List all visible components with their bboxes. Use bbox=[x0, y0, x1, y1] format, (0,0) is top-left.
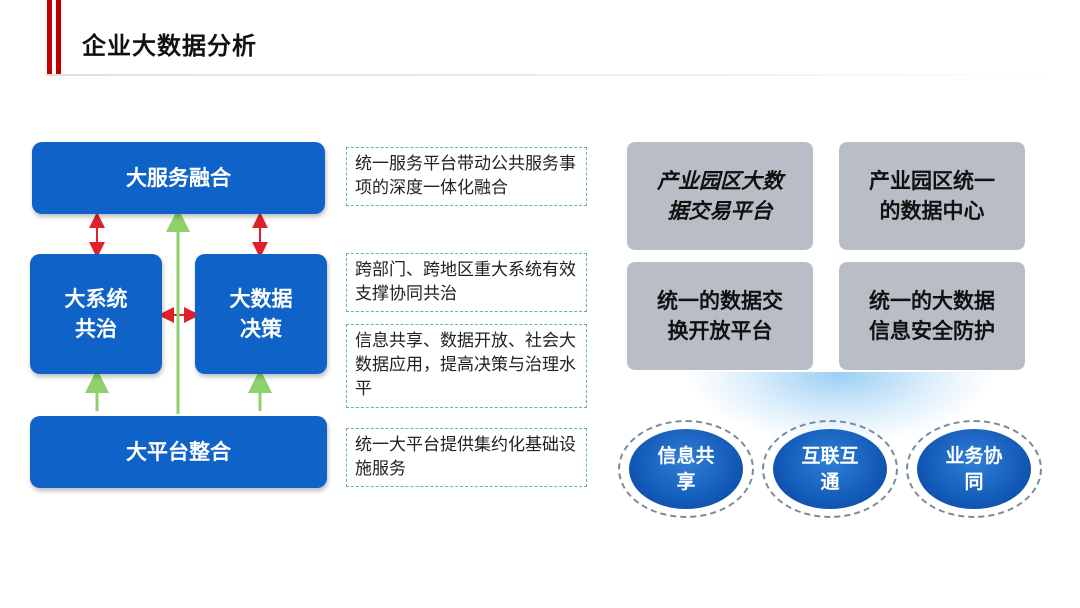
card-security-protection: 统一的大数据 信息安全防护 bbox=[839, 262, 1025, 370]
bubble-business-collaboration-label: 业务协 同 bbox=[917, 429, 1031, 509]
data-decision-box: 大数据 决策 bbox=[195, 254, 327, 374]
bubble-business-collaboration: 业务协 同 bbox=[906, 420, 1042, 518]
page-title: 企业大数据分析 bbox=[82, 32, 257, 60]
platform-integration-box: 大平台整合 bbox=[30, 416, 327, 488]
header-accent-bar-left bbox=[47, 0, 52, 74]
header-accent-bar-right bbox=[56, 0, 61, 74]
system-governance-box: 大系统 共治 bbox=[30, 254, 162, 374]
note-decision: 信息共享、数据开放、社会大数据应用，提高决策与治理水平 bbox=[346, 324, 587, 408]
bubble-interconnection-label: 互联互 通 bbox=[773, 429, 887, 509]
service-integration-box: 大服务融合 bbox=[32, 142, 325, 214]
card-data-trading-platform: 产业园区大数 据交易平台 bbox=[627, 142, 813, 250]
note-service: 统一服务平台带动公共服务事项的深度一体化融合 bbox=[346, 147, 587, 206]
header-divider bbox=[46, 74, 1056, 76]
note-governance: 跨部门、跨地区重大系统有效支撑协同共治 bbox=[346, 253, 587, 312]
card-data-center: 产业园区统一 的数据中心 bbox=[839, 142, 1025, 250]
bubble-interconnection: 互联互 通 bbox=[762, 420, 898, 518]
note-platform: 统一大平台提供集约化基础设施服务 bbox=[346, 428, 587, 487]
bubble-info-sharing-label: 信息共 享 bbox=[629, 429, 743, 509]
bubble-info-sharing: 信息共 享 bbox=[618, 420, 754, 518]
card-data-exchange-platform: 统一的数据交 换开放平台 bbox=[627, 262, 813, 370]
